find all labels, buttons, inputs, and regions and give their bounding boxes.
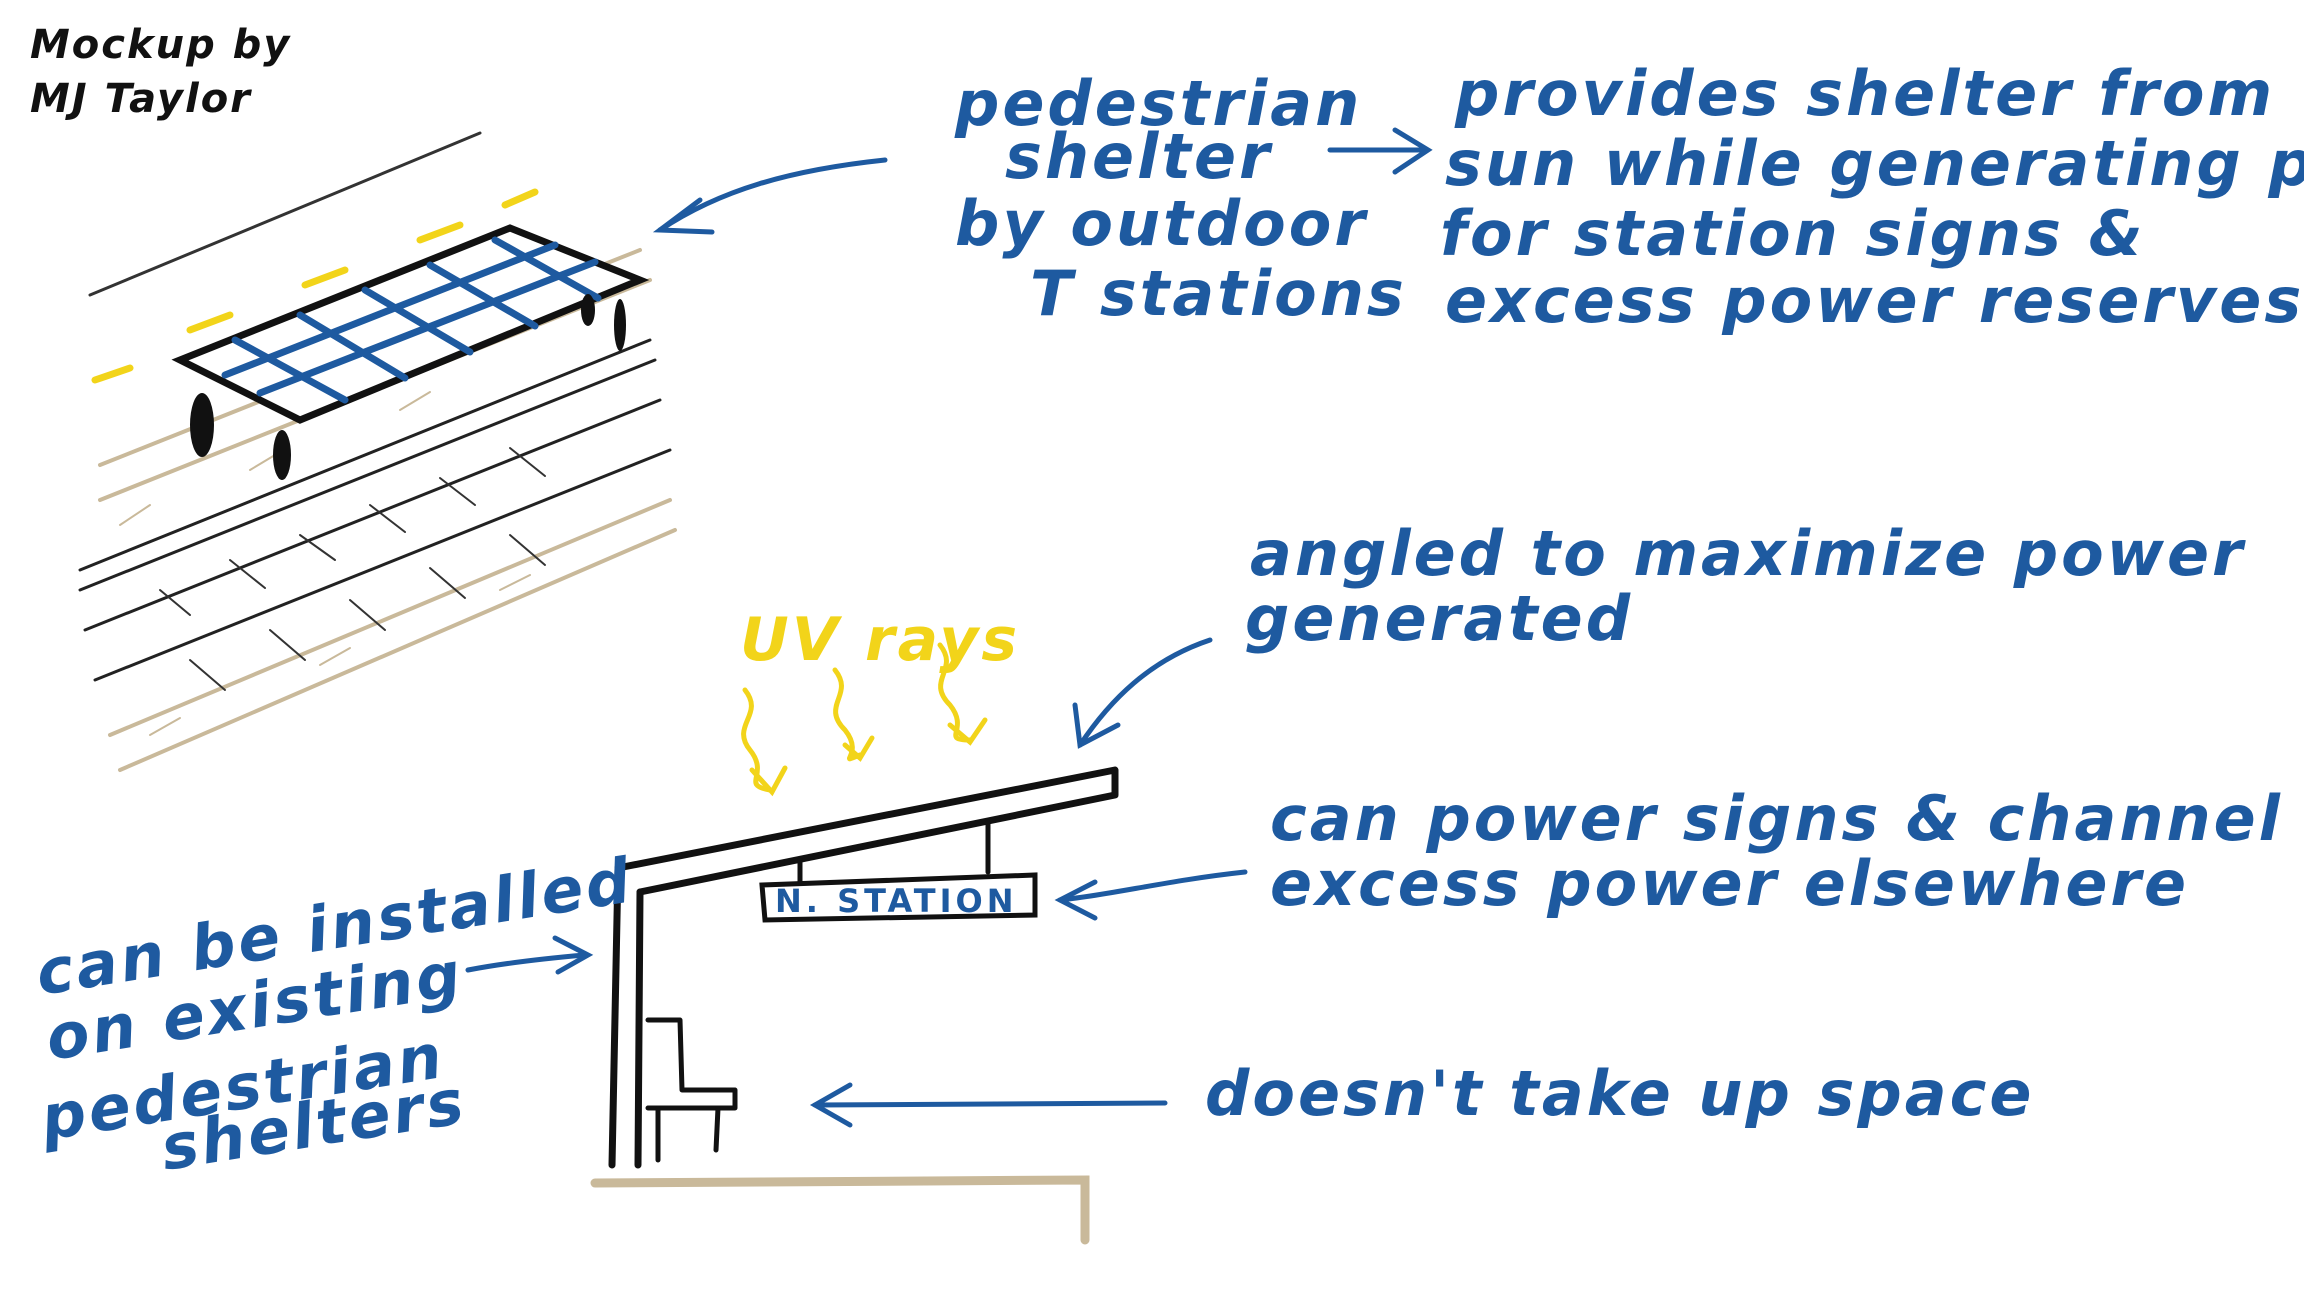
- arrow-to-bench: [809, 1082, 1168, 1128]
- credit: Mockup by MJ Taylor: [30, 22, 291, 122]
- arrow-to-post: [465, 935, 594, 975]
- ground-line: [590, 1175, 1090, 1245]
- note-can-power-line-1: can power signs & channel: [1270, 782, 2283, 855]
- uv-ray-arrows: [741, 642, 988, 797]
- note-pedestrian-shelter-line-1: pedestrian: [954, 67, 1362, 140]
- note-pedestrian-shelter: pedestrian shelter by outdoor T stations: [954, 67, 1407, 330]
- note-provides-line-3: for station signs &: [1440, 197, 2146, 270]
- note-provides-line-2: sun while generating power: [1445, 127, 2304, 200]
- arrow-to-sign: [1054, 869, 1248, 921]
- note-installed: can be installed on existing pedestrian …: [31, 843, 638, 1184]
- note-angled: angled to maximize power generated: [1245, 517, 2246, 655]
- station-sign: N. STATION: [759, 872, 1038, 923]
- arrow-to-provides: [1327, 127, 1433, 175]
- note-pedestrian-shelter-line-3: by outdoor: [955, 187, 1368, 260]
- note-angled-line-1: angled to maximize power: [1250, 517, 2246, 590]
- note-space: doesn't take up space: [1205, 1057, 2034, 1130]
- note-pedestrian-shelter-line-4: T stations: [1030, 257, 1407, 330]
- arrow-to-roof: [1072, 637, 1213, 749]
- note-angled-line-2: generated: [1245, 582, 1633, 655]
- side-view-shelter: [608, 766, 1119, 1169]
- station-sign-text: N. STATION: [775, 882, 1017, 920]
- note-provides-shelter: provides shelter from sun while generati…: [1440, 57, 2304, 337]
- note-can-power-line-2: excess power elsewhere: [1270, 847, 2189, 920]
- note-pedestrian-shelter-line-2: shelter: [1005, 120, 1273, 193]
- credit-line-2: MJ Taylor: [30, 76, 252, 122]
- note-provides-line-4: excess power reserves: [1445, 264, 2304, 337]
- aerial-platform-sketch: [78, 131, 677, 772]
- note-provides-line-1: provides shelter from: [1454, 57, 2275, 130]
- note-can-power: can power signs & channel excess power e…: [1270, 782, 2283, 920]
- credit-line-1: Mockup by: [30, 22, 291, 68]
- uv-rays-label: UV rays: [740, 605, 1020, 675]
- arrow-to-aerial-shelter: [652, 157, 888, 235]
